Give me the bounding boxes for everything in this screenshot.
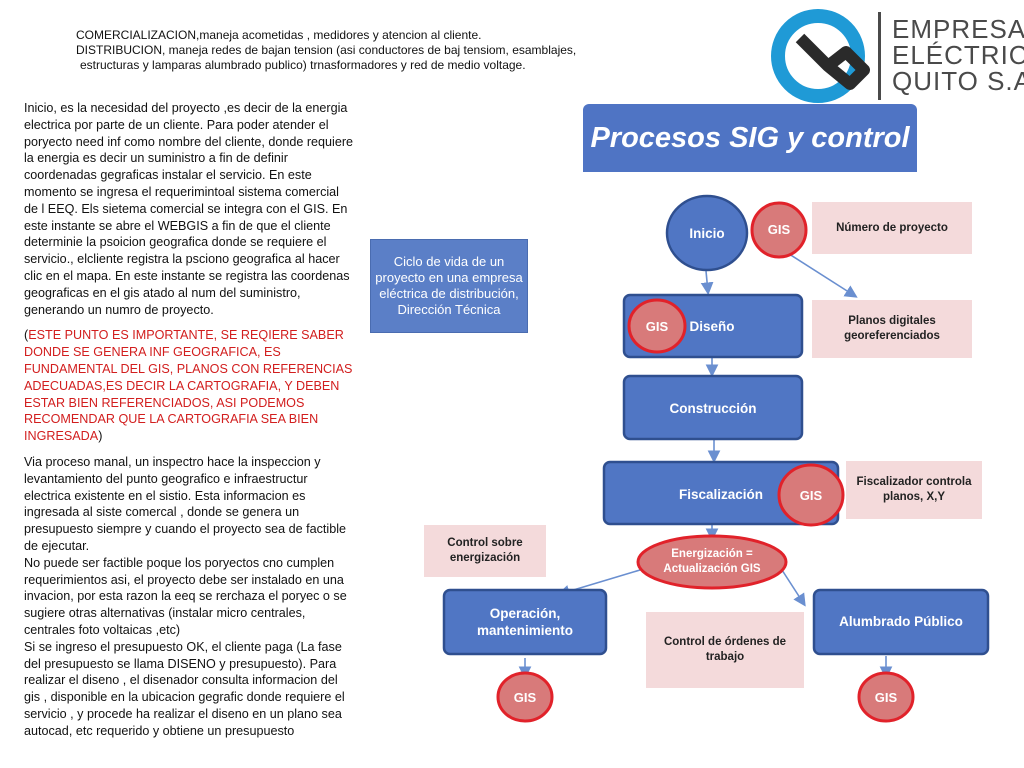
logo-divider <box>878 12 881 100</box>
node-fiscalizacion-label: Fiscalización <box>678 486 764 502</box>
connector-inicio-diseno <box>700 270 714 296</box>
gis-label-alumbrado: GIS <box>874 689 898 705</box>
gis-fiscalizacion-circle <box>777 463 845 527</box>
header-note-line2: DISTRIBUCION, maneja redes de bajan tens… <box>76 43 577 57</box>
paragraph-inicio: Inicio, es la necesidad del proyecto ,es… <box>24 101 354 317</box>
diagram-title: Procesos SIG y control <box>583 104 917 172</box>
note-control-ordenes: Control de órdenes de trabajo <box>646 612 804 688</box>
paragraph-diseno: Si se ingreso el presupuesto OK, el clie… <box>24 639 345 738</box>
gis-label-fiscalizacion: GIS <box>799 487 823 503</box>
note-fiscalizador: Fiscalizador controla planos, X,Y <box>846 461 982 519</box>
gis-diseno-circle <box>627 298 687 354</box>
paragraph-inspeccion: Via proceso manal, un inspectro hace la … <box>24 454 347 553</box>
node-construccion-label: Construcción <box>669 400 757 416</box>
important-note: ESTE PUNTO ES IMPORTANTE, SE REQIERE SAB… <box>24 328 353 444</box>
node-construccion <box>622 374 804 441</box>
node-diseno-label: Diseño <box>689 318 735 334</box>
connector-energizacion-alumbrado <box>781 569 806 607</box>
header-note-line1: COMERCIALIZACION,maneja acometidas , med… <box>76 28 482 42</box>
node-energizacion <box>636 534 788 590</box>
node-inicio <box>665 194 749 272</box>
paragraph-importante: (ESTE PUNTO ES IMPORTANTE, SE REQIERE SA… <box>24 328 353 444</box>
eeq-logo-icon <box>771 9 870 103</box>
node-energizacion-label: Energización = Actualización GIS <box>663 548 761 575</box>
node-operacion <box>442 588 608 656</box>
header-note: COMERCIALIZACION,maneja acometidas , med… <box>76 28 636 73</box>
note-numero-proyecto: Número de proyecto <box>812 202 972 254</box>
gis-operacion-circle <box>496 671 554 723</box>
gis-inicio-circle <box>750 201 808 259</box>
left-text-column: Inicio, es la necesidad del proyecto ,es… <box>24 100 354 748</box>
node-alumbrado <box>812 588 990 656</box>
gis-alumbrado-circle <box>857 671 915 723</box>
gis-label-operacion: GIS <box>513 689 537 705</box>
gis-label-inicio: GIS <box>767 221 791 237</box>
node-operacion-label: Operación, mantenimiento <box>476 606 573 638</box>
node-inicio-label: Inicio <box>689 225 725 241</box>
header-note-line3: estructuras y lamparas alumbrado publico… <box>80 58 526 72</box>
note-planos-digitales: Planos digitales georeferenciados <box>812 300 972 358</box>
node-alumbrado-label: Alumbrado Público <box>839 613 963 629</box>
logo-text: EMPRESA ELÉCTRICA QUITO S.A. <box>892 14 1024 96</box>
gis-label-diseno: GIS <box>645 318 669 334</box>
ciclo-vida-box: Ciclo de vida de un proyecto en una empr… <box>370 239 528 333</box>
paragraph-factibilidad: No puede ser factible poque los poryecto… <box>24 555 347 637</box>
note-control-energizacion: Control sobre energización <box>424 525 546 577</box>
